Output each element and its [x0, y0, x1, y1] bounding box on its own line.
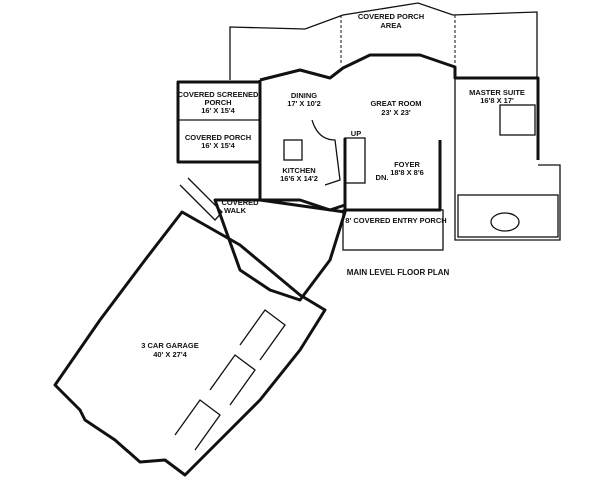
label-covered-walk-2: WALK: [224, 206, 247, 215]
label-dining: DINING: [291, 91, 317, 100]
label-screened-porch-2: PORCH: [204, 98, 231, 107]
house-wall: [259, 53, 540, 160]
staircase: [344, 137, 366, 184]
garage-stairs: [179, 177, 223, 221]
master-bath: [457, 194, 559, 238]
stairs-down: DN.: [376, 173, 389, 182]
plan-title: MAIN LEVEL FLOOR PLAN: [347, 268, 450, 277]
size-screened-porch: 16' X 15'4: [201, 106, 235, 115]
garage-doors: [209, 354, 256, 406]
label-covered-porch-area-2: AREA: [380, 21, 402, 30]
size-garage: 40' X 27'4: [153, 350, 187, 359]
label-master-suite: MASTER SUITE: [469, 88, 525, 97]
size-kitchen: 16'6 X 14'2: [280, 174, 318, 183]
kitchen-island: [283, 139, 303, 161]
garage-doors: [174, 399, 221, 451]
garage-doors: [239, 309, 286, 361]
rear-porch-outline: [229, 2, 538, 80]
bathtub: [490, 212, 520, 232]
bed: [499, 104, 536, 136]
label-entry-porch: 8' COVERED ENTRY PORCH: [345, 216, 446, 225]
label-kitchen: KITCHEN: [282, 166, 315, 175]
screened-porch: [176, 80, 262, 164]
size-master-suite: 16'8 X 17': [480, 96, 514, 105]
label-covered-porch: COVERED PORCH: [185, 133, 251, 142]
garage-outline: [53, 210, 327, 477]
label-covered-walk: COVERED: [221, 198, 259, 207]
size-dining: 17' X 10'2: [287, 99, 321, 108]
entry-porch: [342, 209, 444, 251]
master-wall: [454, 78, 561, 241]
bar-counter: [311, 119, 341, 186]
label-foyer: FOYER: [394, 160, 420, 169]
label-great-room: GREAT ROOM: [370, 99, 421, 108]
service-wing: [213, 198, 347, 302]
label-covered-porch-area: COVERED PORCH: [358, 12, 424, 21]
stairs-up: UP: [351, 129, 361, 138]
label-screened-porch: COVERED SCREENED: [178, 90, 259, 99]
size-foyer: 18'8 X 8'6: [390, 168, 424, 177]
label-garage: 3 CAR GARAGE: [141, 341, 199, 350]
size-covered-porch: 16' X 15'4: [201, 141, 235, 150]
size-great-room: 23' X 23': [381, 108, 411, 117]
